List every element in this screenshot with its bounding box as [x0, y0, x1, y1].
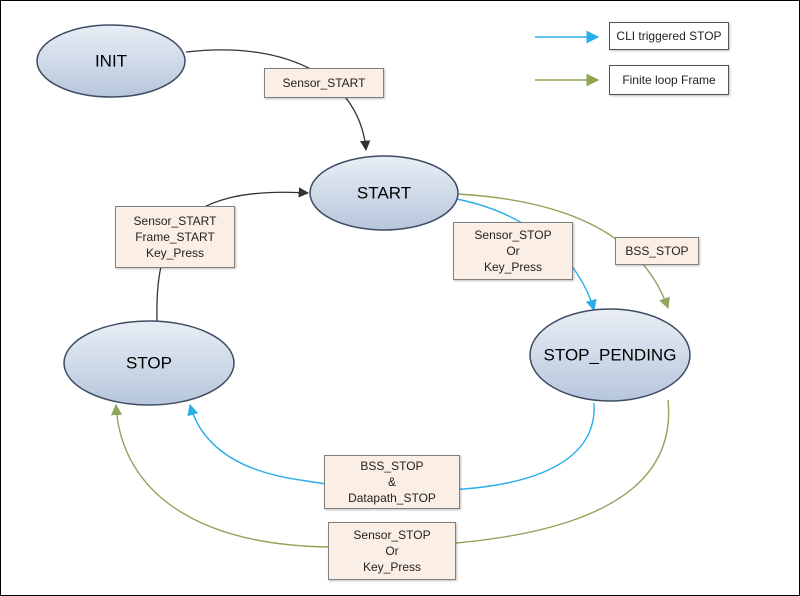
label-line: Sensor_START	[282, 76, 366, 90]
label-line: Sensor_START	[133, 214, 217, 228]
label-pending-to-stop-cli: BSS_STOP & Datapath_STOP	[324, 455, 460, 509]
state-stop: STOP	[63, 320, 235, 406]
label-line: Key_Press	[483, 260, 543, 274]
edge-init-to-start	[185, 49, 371, 152]
label-line: Datapath_STOP	[348, 491, 436, 505]
label-line: Frame_START	[135, 230, 215, 244]
label-init-to-start: Sensor_START	[264, 68, 384, 98]
state-init: INIT	[36, 24, 186, 98]
state-stop-pending-label: STOP_PENDING	[544, 345, 677, 364]
label-line: Or	[385, 544, 399, 558]
state-stop-pending: STOP_PENDING	[529, 308, 691, 402]
state-stop-label: STOP	[126, 353, 172, 372]
state-start-label: START	[357, 183, 411, 202]
legend-loop-label: Finite loop Frame	[609, 65, 729, 95]
edge-start-to-pending-loop	[457, 193, 670, 310]
label-pending-to-stop-loop: Sensor_STOP Or Key_Press	[328, 522, 456, 580]
label-line: Sensor_STOP	[474, 228, 552, 242]
label-start-to-pending-cli: Sensor_STOP Or Key_Press	[453, 222, 573, 280]
label-line: BSS_STOP	[625, 244, 689, 258]
legend-cli-label: CLI triggered STOP	[609, 22, 729, 50]
label-start-to-pending-loop: BSS_STOP	[615, 237, 699, 265]
state-init-label: INIT	[95, 51, 127, 70]
state-start: START	[309, 155, 459, 231]
label-stop-to-start: Sensor_START Frame_START Key_Press	[115, 206, 235, 268]
label-line: BSS_STOP	[360, 459, 424, 473]
label-line: Or	[506, 244, 520, 258]
label-line: Key_Press	[145, 246, 205, 260]
label-line: Sensor_STOP	[353, 528, 431, 542]
label-line: &	[387, 475, 396, 489]
label-line: Key_Press	[362, 560, 422, 574]
